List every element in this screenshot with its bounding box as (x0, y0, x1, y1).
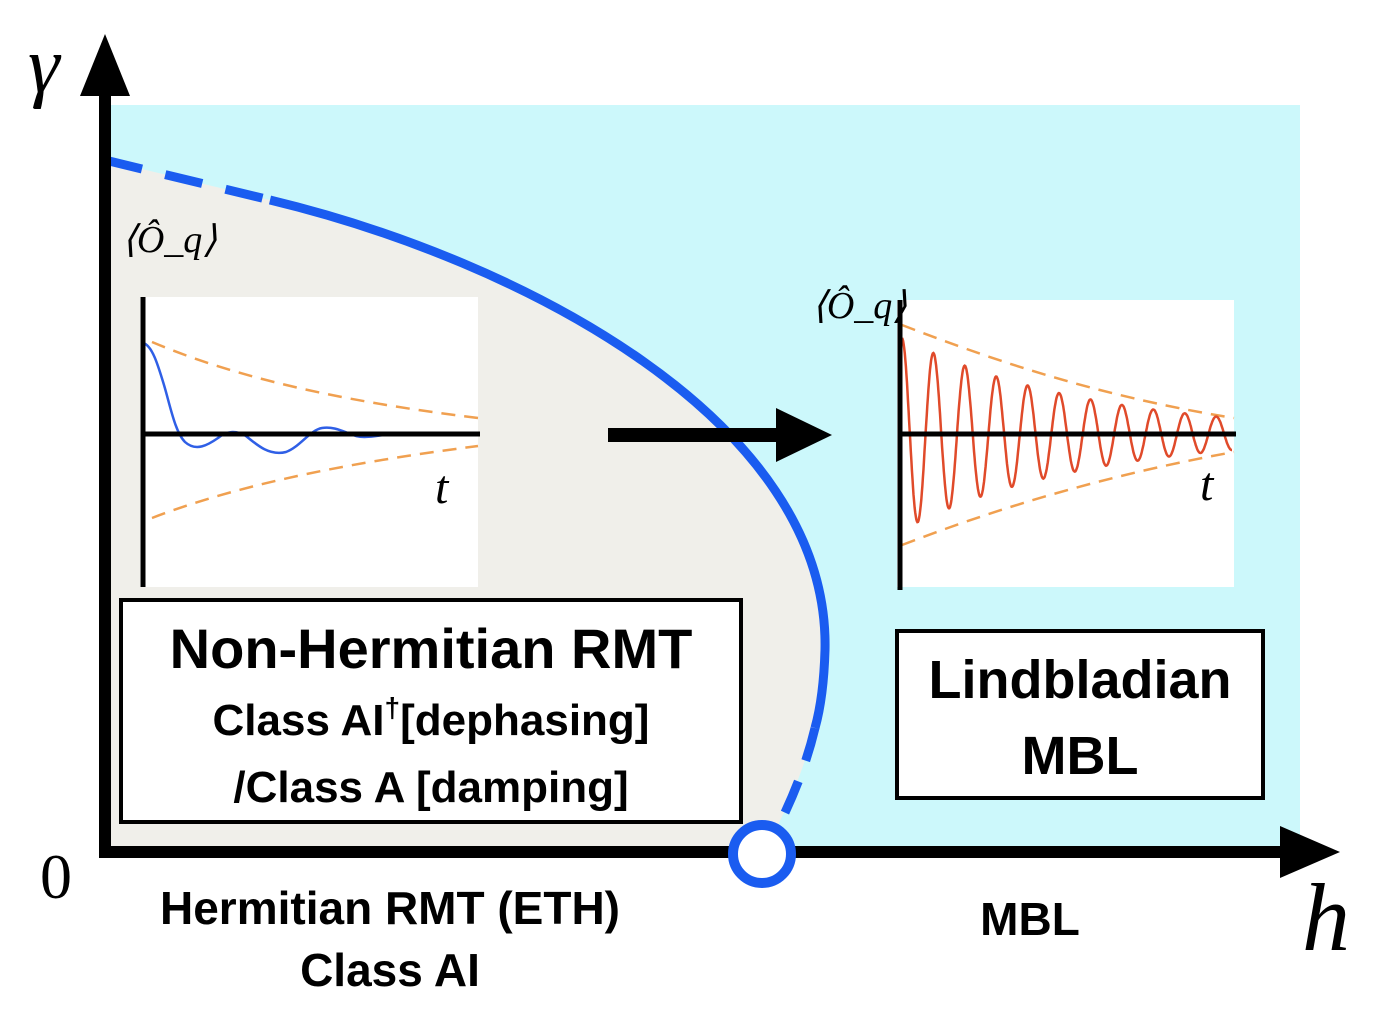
inset-right-background (897, 300, 1234, 587)
phase-boundary-dashed-top (103, 155, 272, 205)
phase-boundary-solid (268, 195, 830, 730)
right-arrow-icon (608, 408, 832, 462)
inset-left: ⟨Ô_q⟩ t (122, 219, 480, 587)
lindblad-box-line1: Lindbladian (929, 650, 1232, 710)
rmt-box-damping-line: /Class A [damping] (233, 763, 628, 812)
inset-right-envelope-lower (901, 450, 1235, 547)
rmt-label-box: Non-Hermitian RMT Class AI†[dephasing] /… (119, 598, 743, 824)
inset-left-envelope-upper (151, 340, 479, 420)
inset-right-time-label: t (1200, 458, 1215, 511)
inset-right: ⟨Ô_q⟩ t (812, 285, 1236, 590)
inset-right-observable-label: ⟨Ô_q⟩ (812, 285, 907, 327)
lindblad-box-line2: MBL (1022, 726, 1139, 786)
inset-left-background (140, 297, 478, 587)
y-axis-arrowhead (80, 34, 130, 96)
inset-left-observable-label: ⟨Ô_q⟩ (122, 219, 217, 261)
critical-point-circle (728, 820, 796, 888)
bottom-left-line1: Hermitian RMT (ETH) (160, 882, 620, 934)
y-axis-label: γ (28, 22, 62, 110)
x-axis-arrowhead (1280, 826, 1340, 878)
lindblad-label-box: Lindbladian MBL (895, 629, 1265, 800)
origin-label: 0 (40, 841, 72, 912)
rmt-box-title: Non-Hermitian RMT (170, 617, 693, 680)
inset-left-envelope-lower (151, 444, 479, 520)
dagger-superscript: † (385, 692, 401, 723)
rmt-box-class-line: Class AI†[dephasing] (213, 692, 650, 745)
x-axis-label: h (1302, 864, 1350, 971)
inset-right-envelope-upper (901, 323, 1235, 420)
bottom-right-label: MBL (980, 893, 1080, 945)
bottom-left-line2: Class AI (300, 944, 480, 996)
inset-left-time-label: t (435, 461, 450, 514)
